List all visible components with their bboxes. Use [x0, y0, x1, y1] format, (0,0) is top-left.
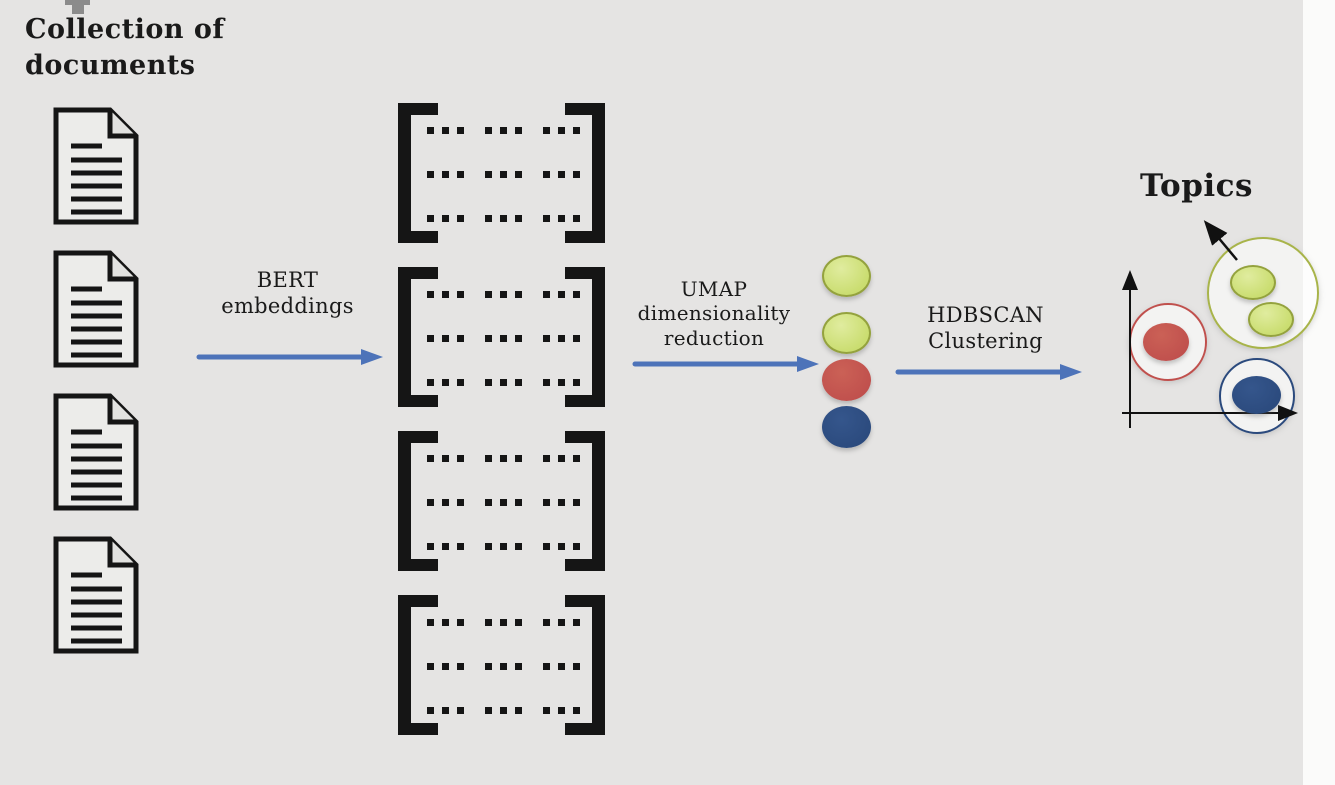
- matrix-dot-row: [427, 171, 580, 178]
- embedding-matrix: [398, 431, 605, 571]
- matrix-dot-row: [427, 707, 580, 714]
- matrix-dot-row: [427, 619, 580, 626]
- collection-of-documents-label: Collection of documents: [25, 12, 225, 83]
- document-icon: [53, 536, 139, 654]
- cluster-point-navy: [1232, 376, 1281, 414]
- cluster-point-lime: [1248, 302, 1294, 337]
- matrix-dot-row: [427, 127, 580, 134]
- reduced-point-lime: [822, 312, 871, 354]
- left-bracket-icon: [398, 103, 438, 243]
- hdbscan-clustering-label: HDBSCAN Clustering: [893, 303, 1078, 354]
- reduced-point-lime: [822, 255, 871, 297]
- umap-label-line1: UMAP: [680, 277, 748, 301]
- bert-embeddings-label: BERT embeddings: [200, 268, 375, 319]
- left-bracket-icon: [398, 595, 438, 735]
- hdbscan-label-line2: Clustering: [928, 328, 1043, 353]
- topics-label: Topics: [1140, 168, 1253, 204]
- cropped-title-letter-remnant: [72, 0, 84, 14]
- matrix-dot-row: [427, 663, 580, 670]
- umap-flow-arrow-icon: [632, 356, 819, 372]
- embedding-matrix: [398, 103, 605, 243]
- right-bracket-icon: [565, 431, 605, 571]
- cluster-point-red: [1143, 323, 1189, 361]
- reduced-point-red: [822, 359, 871, 401]
- matrix-dot-row: [427, 543, 580, 550]
- bert-label-line2: embeddings: [221, 293, 354, 318]
- umap-label-line3: reduction: [663, 325, 765, 350]
- hdbscan-label-line1: HDBSCAN: [927, 303, 1044, 327]
- matrix-dot-row: [427, 455, 580, 462]
- document-icon: [53, 250, 139, 368]
- collection-label-line1: Collection of: [25, 14, 225, 45]
- bert-label-line1: BERT: [256, 268, 319, 292]
- right-bracket-icon: [565, 595, 605, 735]
- left-bracket-icon: [398, 267, 438, 407]
- reduced-point-navy: [822, 406, 871, 448]
- topics-annotation-arrow-icon: [1203, 220, 1238, 261]
- matrix-dot-row: [427, 379, 580, 386]
- matrix-dot-row: [427, 291, 580, 298]
- right-bracket-icon: [565, 103, 605, 243]
- umap-reduction-label: UMAP dimensionality reduction: [620, 277, 808, 350]
- embedding-matrix: [398, 267, 605, 407]
- collection-label-line2: documents: [25, 49, 196, 81]
- bert-flow-arrow-icon: [196, 349, 383, 365]
- document-icon: [53, 393, 139, 511]
- document-icon: [53, 107, 139, 225]
- scatter-axes-icon: [1122, 270, 1298, 428]
- cluster-point-lime: [1230, 265, 1276, 300]
- hdbscan-flow-arrow-icon: [895, 364, 1082, 380]
- umap-label-line2: dimensionality: [637, 301, 791, 326]
- embedding-matrix: [398, 595, 605, 735]
- matrix-dot-row: [427, 335, 580, 342]
- left-bracket-icon: [398, 431, 438, 571]
- matrix-dot-row: [427, 499, 580, 506]
- matrix-dot-row: [427, 215, 580, 222]
- right-bracket-icon: [565, 267, 605, 407]
- slide-right-margin: [1303, 0, 1335, 785]
